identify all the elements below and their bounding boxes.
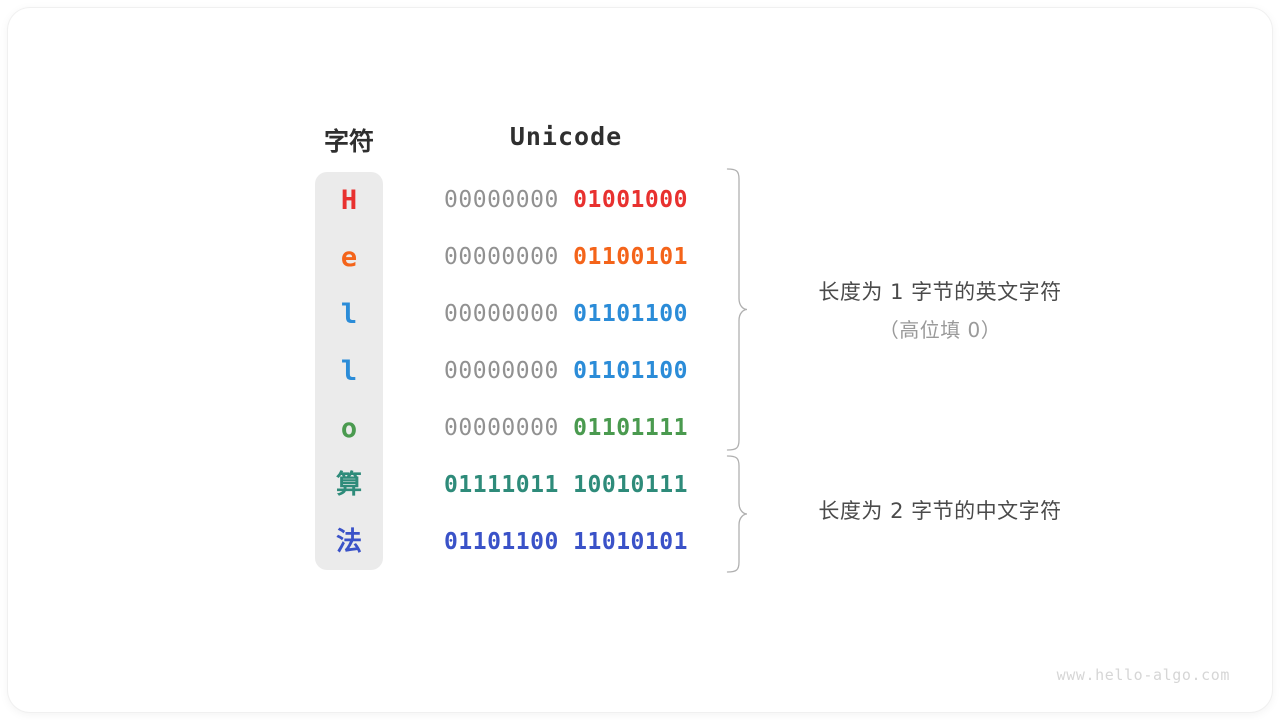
unicode-binary-row: 00000000 01101111	[440, 400, 692, 457]
annotation-english-main: 长度为 1 字节的英文字符	[818, 280, 1062, 304]
byte-separator	[559, 244, 573, 270]
character-cell: e	[340, 242, 358, 273]
character-cell: o	[340, 413, 358, 444]
unicode-high-byte: 00000000	[444, 187, 559, 213]
unicode-low-byte: 11010101	[573, 529, 688, 555]
character-column-background	[315, 172, 383, 570]
character-cell: l	[340, 299, 358, 330]
unicode-binary-row: 01101100 11010101	[440, 514, 692, 571]
character-cell: l	[340, 356, 358, 387]
character-cell: 算	[335, 470, 362, 500]
byte-separator	[559, 529, 573, 555]
byte-separator	[559, 301, 573, 327]
diagram-canvas: 字符 Unicode H 00000000 01001000 e 00000000 0…	[8, 8, 1272, 712]
unicode-high-byte: 01111011	[444, 472, 559, 498]
brace-english-rows-glyph	[726, 168, 748, 451]
annotation-english-bytes: 长度为 1 字节的英文字符 （高位填 0）	[780, 276, 1100, 343]
byte-separator	[559, 472, 573, 498]
brace-chinese-rows	[726, 455, 748, 578]
column-header-character: 字符	[323, 128, 374, 156]
unicode-binary-row: 01111011 10010111	[440, 457, 692, 514]
unicode-low-byte: 01101100	[573, 301, 688, 327]
annotation-english-sub: （高位填 0）	[878, 318, 1002, 342]
column-header-unicode: Unicode	[509, 122, 623, 151]
unicode-low-byte: 01100101	[573, 244, 688, 270]
unicode-high-byte: 00000000	[444, 301, 559, 327]
annotation-chinese-bytes: 长度为 2 字节的中文字符	[780, 495, 1100, 525]
brace-chinese-rows-glyph	[726, 455, 748, 573]
unicode-binary-row: 00000000 01001000	[440, 172, 692, 229]
byte-separator	[559, 187, 573, 213]
unicode-high-byte: 00000000	[444, 415, 559, 441]
byte-separator	[559, 415, 573, 441]
unicode-low-byte: 01001000	[573, 187, 688, 213]
character-cell: 法	[335, 527, 362, 557]
watermark: www.hello-algo.com	[1056, 666, 1230, 684]
byte-separator	[559, 358, 573, 384]
unicode-binary-row: 00000000 01100101	[440, 229, 692, 286]
unicode-high-byte: 00000000	[444, 358, 559, 384]
unicode-low-byte: 01101111	[573, 415, 688, 441]
character-cell: H	[340, 185, 358, 216]
unicode-binary-row: 00000000 01101100	[440, 286, 692, 343]
annotation-chinese-main: 长度为 2 字节的中文字符	[818, 499, 1062, 523]
brace-english-rows	[726, 168, 748, 456]
unicode-binary-row: 00000000 01101100	[440, 343, 692, 400]
unicode-high-byte: 01101100	[444, 529, 559, 555]
unicode-high-byte: 00000000	[444, 244, 559, 270]
unicode-low-byte: 10010111	[573, 472, 688, 498]
unicode-low-byte: 01101100	[573, 358, 688, 384]
